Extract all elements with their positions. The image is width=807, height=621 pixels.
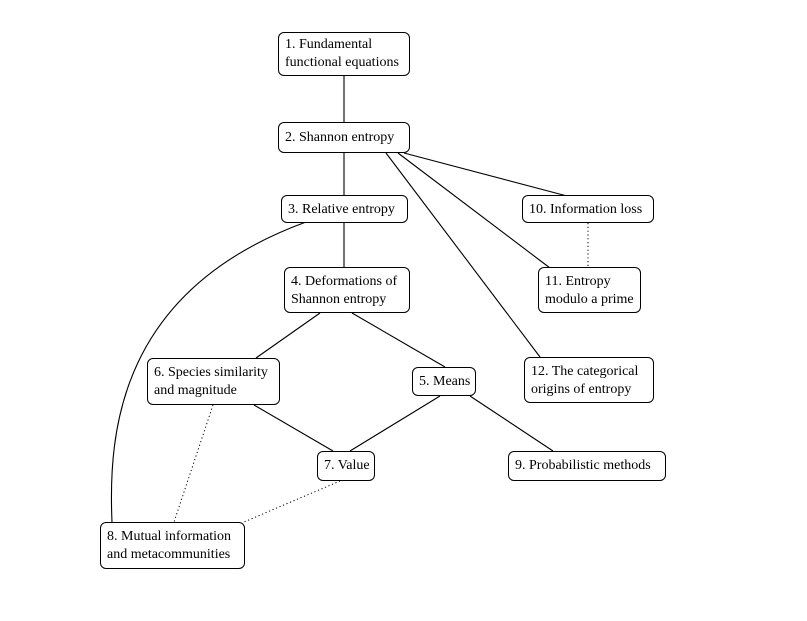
node-1-line-1: 1. Fundamental bbox=[285, 37, 373, 52]
node-relative-entropy: 3. Relative entropy bbox=[281, 195, 408, 223]
node-11-line-2: modulo a prime bbox=[545, 292, 634, 307]
node-4-line-1: 4. Deformations of bbox=[291, 274, 398, 289]
node-12-line-2: origins of entropy bbox=[531, 382, 632, 397]
node-6-line-1: 6. Species similarity bbox=[154, 365, 268, 380]
edge-2-10 bbox=[403, 152, 568, 197]
node-shannon-entropy: 2. Shannon entropy bbox=[278, 122, 410, 153]
node-information-loss: 10. Information loss bbox=[522, 195, 654, 223]
edge-4-5 bbox=[351, 312, 446, 368]
node-species-similarity-and-magnitude: 6. Species similarity and magnitude bbox=[147, 358, 280, 405]
edge-5-9 bbox=[469, 395, 554, 452]
node-6-line-2: and magnitude bbox=[154, 383, 237, 398]
node-probabilistic-methods: 9. Probabilistic methods bbox=[508, 451, 666, 481]
node-entropy-modulo-a-prime: 11. Entropy modulo a prime bbox=[538, 267, 641, 313]
edge-6-7 bbox=[253, 404, 334, 452]
node-1-line-2: functional equations bbox=[285, 55, 399, 70]
node-value: 7. Value bbox=[317, 451, 375, 481]
node-7-line-1: 7. Value bbox=[324, 458, 370, 473]
node-4-line-2: Shannon entropy bbox=[291, 292, 387, 307]
node-2-line-1: 2. Shannon entropy bbox=[285, 130, 395, 145]
node-12-line-1: 12. The categorical bbox=[531, 364, 639, 379]
edge-3-8 bbox=[110, 221, 307, 523]
node-deformations-of-shannon-entropy: 4. Deformations of Shannon entropy bbox=[284, 267, 410, 313]
node-5-line-1: 5. Means bbox=[419, 374, 471, 389]
edge-4-6 bbox=[255, 312, 321, 359]
node-means: 5. Means bbox=[412, 367, 476, 396]
edge-6-8 bbox=[173, 404, 214, 523]
edge-7-8 bbox=[243, 480, 341, 523]
edge-2-12 bbox=[385, 152, 541, 358]
node-8-line-1: 8. Mutual information bbox=[107, 529, 232, 544]
node-8-line-2: and metacommunities bbox=[107, 547, 231, 562]
node-fundamental-functional-equations: 1. Fundamental functional equations bbox=[278, 32, 410, 76]
node-3-line-1: 3. Relative entropy bbox=[288, 202, 395, 217]
node-10-line-1: 10. Information loss bbox=[529, 202, 643, 217]
node-11-line-1: 11. Entropy bbox=[545, 274, 611, 289]
node-mutual-information-and-metacommunities: 8. Mutual information and metacommunitie… bbox=[100, 522, 245, 569]
edge-5-7 bbox=[349, 395, 441, 452]
node-categorical-origins-of-entropy: 12. The categorical origins of entropy bbox=[524, 357, 654, 403]
node-9-line-1: 9. Probabilistic methods bbox=[515, 458, 651, 473]
edge-2-11 bbox=[397, 152, 551, 269]
